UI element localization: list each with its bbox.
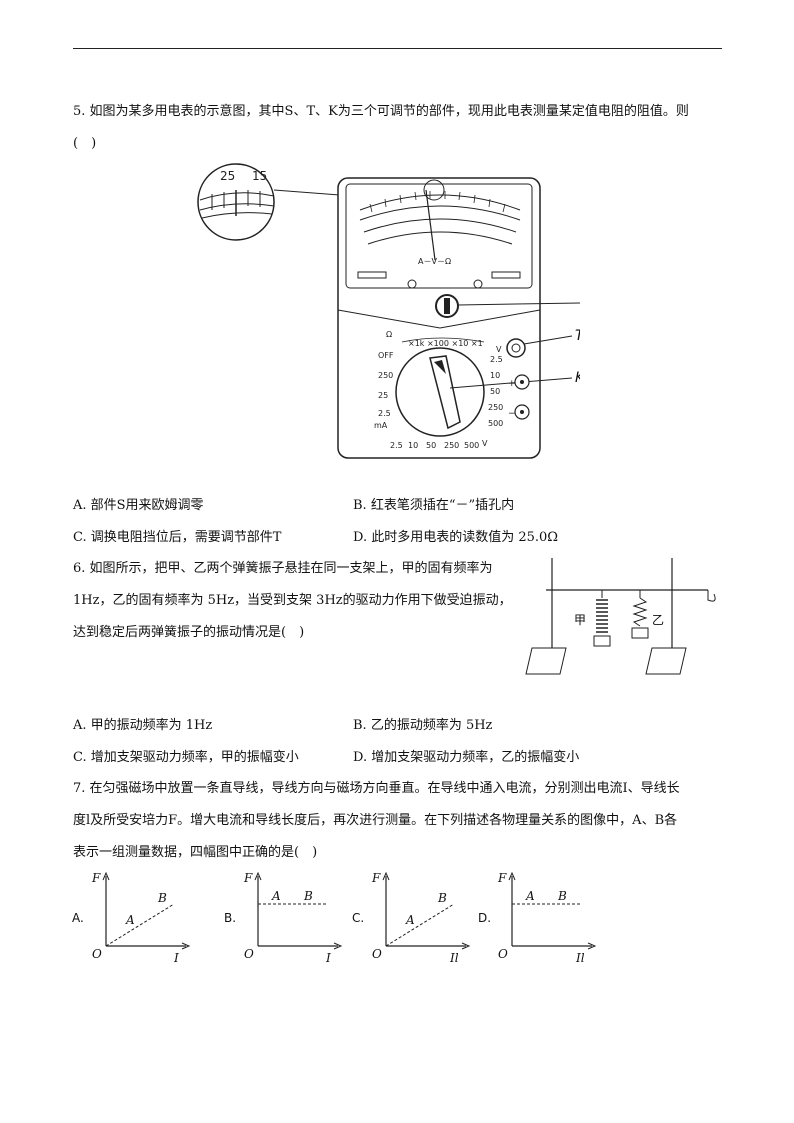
q5-stem-line-1: 5. 如图为某多用电表的示意图，其中S、T、K为三个可调节的部件，现用此电表测量… <box>73 104 689 119</box>
graph-c-point-a: A <box>405 913 415 927</box>
q6-stem-line-3: 达到稳定后两弹簧振子的振动情况是( ) <box>73 625 305 640</box>
meter-needle <box>425 189 436 261</box>
graph-a-point-a: A <box>125 913 135 927</box>
graph-a-y-axis: F <box>91 871 101 885</box>
graph-b-point-a: A <box>271 889 281 903</box>
right-unit: V <box>496 345 502 354</box>
graph-c-origin: O <box>372 947 382 961</box>
right-label-0: 2.5 <box>490 355 503 364</box>
graph-d-origin: O <box>498 947 508 961</box>
graph-c-point-b: B <box>437 891 447 905</box>
q6-option-c: C. 增加支架驱动力频率，甲的振幅变小 <box>73 750 299 765</box>
q6-option-a: A. 甲的振动频率为 1Hz <box>73 718 213 733</box>
label-jia: 甲 <box>574 613 586 627</box>
bottom-label-3: 250 <box>444 441 459 450</box>
graph-b-y-axis: F <box>243 871 253 885</box>
graph-d: D. F Il O A B <box>478 871 597 965</box>
graph-b-point-b: B <box>303 889 313 903</box>
range-header: ×1k ×100 ×10 ×1 <box>408 339 483 348</box>
q5-option-b: B. 红表笔须插在“－”插孔内 <box>353 498 515 513</box>
right-label-2: 50 <box>490 387 500 396</box>
bottom-unit: V <box>482 439 488 448</box>
svg-text:−: − <box>508 409 516 419</box>
zoom-label-right: 15 <box>252 169 267 183</box>
graph-c-x-axis: Il <box>449 951 459 965</box>
q6-stem-line-1: 6. 如图所示，把甲、乙两个弹簧振子悬挂在同一支架上，甲的固有频率为 <box>73 561 493 576</box>
q6-option-d: D. 增加支架驱动力频率，乙的振幅变小 <box>353 750 580 765</box>
header-rule <box>73 48 722 49</box>
graph-c: C. F Il O A B <box>352 871 471 965</box>
multimeter-figure: 25 15 A－V－Ω S Ω ×1k ×100 ×10 ×1 K OFF <box>197 163 580 459</box>
bottom-label-1: 10 <box>408 441 418 450</box>
graph-d-y-axis: F <box>497 871 507 885</box>
q7-stem-line-2: 度l及所受安培力F。增大电流和导线长度后，再次进行测量。在下列描述各物理量关系的… <box>73 813 678 828</box>
left-label-250: 250 <box>378 371 393 380</box>
graph-a-origin: O <box>92 947 102 961</box>
label-k: K <box>575 370 580 386</box>
q5-option-a: A. 部件S用来欧姆调零 <box>73 498 204 513</box>
meter-window <box>345 183 533 289</box>
q5-option-d: D. 此时多用电表的读数值为 25.0Ω <box>353 530 559 545</box>
selector-k <box>395 347 485 437</box>
zoom-label-left: 25 <box>220 169 235 183</box>
knob-t <box>506 338 526 358</box>
q7-stem-line-1: 7. 在匀强磁场中放置一条直导线，导线方向与磁场方向垂直。在导线中通入电流，分别… <box>73 781 680 796</box>
graph-d-option: D. <box>478 911 491 925</box>
left-unit: mA <box>374 421 388 430</box>
q5-stem-line-2: ( ) <box>73 136 97 151</box>
q6-stem-line-2: 1Hz，乙的固有频率为 5Hz，当受到支架 3Hz的驱动力作用下做受迫振动， <box>73 593 512 608</box>
graph-d-point-b: B <box>557 889 567 903</box>
graph-d-x-axis: Il <box>575 951 585 965</box>
right-label-4: 500 <box>488 419 503 428</box>
graph-b-origin: O <box>244 947 254 961</box>
right-label-3: 250 <box>488 403 503 412</box>
label-yi: 乙 <box>652 613 664 627</box>
graph-a-point-b: B <box>157 891 167 905</box>
left-label-2-5: 2.5 <box>378 409 391 418</box>
bottom-label-4: 500 <box>464 441 479 450</box>
graph-b-option: B. <box>224 911 236 925</box>
left-label-25: 25 <box>378 391 388 400</box>
graph-b: B. F I O A B <box>224 871 343 965</box>
graph-c-option: C. <box>352 911 364 925</box>
q6-option-b: B. 乙的振动频率为 5Hz <box>353 718 493 733</box>
q5-option-c: C. 调换电阻挡位后，需要调节部件T <box>73 530 282 545</box>
graph-d-point-a: A <box>525 889 535 903</box>
label-t: T <box>575 328 580 344</box>
zoom-lens: 25 15 <box>197 163 275 241</box>
graph-a-x-axis: I <box>173 951 179 965</box>
bottom-label-0: 2.5 <box>390 441 403 450</box>
graph-b-x-axis: I <box>325 951 331 965</box>
left-label-off: OFF <box>378 351 394 360</box>
svg-text:+: + <box>508 379 516 389</box>
knob-s <box>435 294 459 318</box>
right-label-1: 10 <box>490 371 500 380</box>
graph-a: A. F I O A B <box>72 871 191 965</box>
bottom-label-2: 50 <box>426 441 436 450</box>
dial-center-label: A－V－Ω <box>418 257 451 266</box>
q7-stem-line-3: 表示一组测量数据，四幅图中正确的是( ) <box>73 845 318 860</box>
graph-a-option: A. <box>72 911 84 925</box>
spring-oscillator-figure: 甲 乙 <box>525 558 716 675</box>
omega-label: Ω <box>386 330 392 339</box>
graph-c-y-axis: F <box>371 871 381 885</box>
